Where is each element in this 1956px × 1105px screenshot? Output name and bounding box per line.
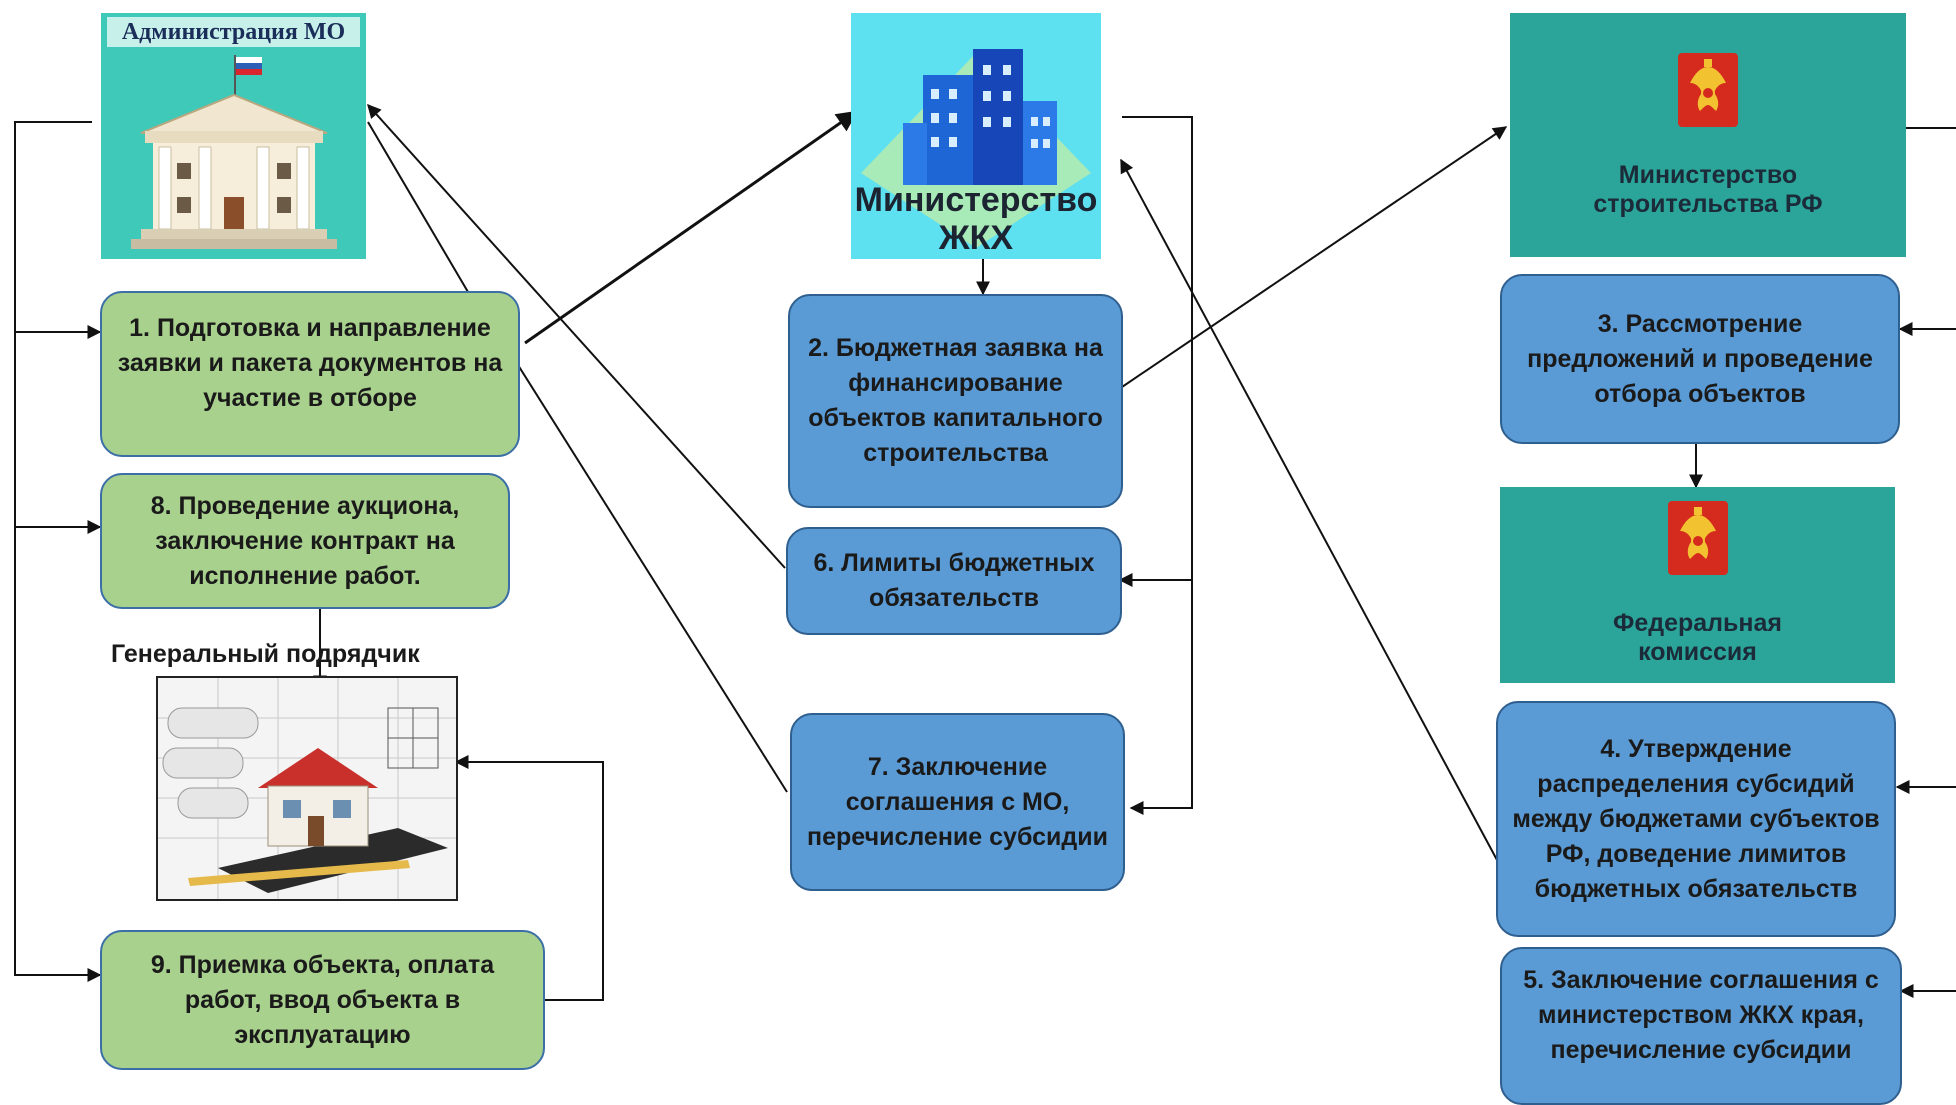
step-8-text: 8. Проведение аукциона, заключение контр… (150, 491, 460, 590)
ministry-zhkh-image: Министерство ЖКХ (851, 13, 1101, 259)
office-towers-icon (861, 49, 1091, 248)
step-9-text: 9. Приемка объекта, оплата работ, ввод о… (150, 950, 495, 1049)
step-4-box: 4. Утверждение распределения субсидий ме… (1496, 701, 1896, 937)
arrow-step2-to-minstroy (1121, 126, 1508, 388)
arrow-step4-to-ministry (1120, 158, 1498, 861)
minstroy-box: Министерство строительства РФ (1510, 13, 1906, 257)
step-6-box: 6. Лимиты бюджетных обязательств (786, 527, 1122, 635)
line-step1-to-admin (367, 121, 469, 293)
admin-image: Администрация МО (101, 13, 366, 259)
ministry-zhkh-label-line1: Министерство (854, 181, 1098, 219)
arrow-step7-to-admin (471, 291, 788, 793)
ministry-right-bracket (1122, 116, 1193, 815)
admin-title: Администрация МО (107, 17, 360, 47)
step-5-text: 5. Заключение соглашения с министерством… (1523, 966, 1879, 1064)
arrow-step1-to-ministry (524, 110, 858, 345)
step-7-text: 7. Заключение соглашения с МО, перечисле… (807, 752, 1108, 851)
ministry-zhkh-label-line2: ЖКХ (938, 219, 1014, 257)
step-6-text: 6. Лимиты бюджетных обязательств (813, 549, 1095, 612)
fed-commission-box: Федеральная комиссия (1500, 487, 1895, 683)
arrow-step6-to-admin (367, 103, 786, 569)
step-2-text: 2. Бюджетная заявка на финансирование об… (808, 334, 1103, 467)
left-bracket-line (14, 121, 102, 982)
step-8-box: 8. Проведение аукциона, заключение контр… (100, 473, 510, 609)
step-3-text: 3. Рассмотрение предложений и проведение… (1527, 309, 1873, 408)
step-2-box: 2. Бюджетная заявка на финансирование об… (788, 294, 1123, 508)
step-1-box: 1. Подготовка и направление заявки и пак… (100, 291, 520, 457)
arrow-step9-to-contractor (454, 755, 604, 1001)
minstroy-label: Министерство строительства РФ (1593, 161, 1823, 218)
step-5-box: 5. Заключение соглашения с министерством… (1500, 947, 1902, 1105)
fed-commission-label: Федеральная комиссия (1612, 609, 1783, 666)
house-blueprint-icon (158, 678, 456, 899)
government-building-icon (131, 55, 337, 249)
russian-coat-of-arms-icon (1667, 501, 1728, 575)
step-4-text: 4. Утверждение распределения субсидий ме… (1512, 734, 1880, 903)
russian-coat-of-arms-icon (1678, 53, 1738, 127)
contractor-caption: Генеральный подрядчик (111, 640, 420, 668)
contractor-image (156, 676, 458, 901)
step-9-box: 9. Приемка объекта, оплата работ, ввод о… (100, 930, 545, 1070)
step-1-text: 1. Подготовка и направление заявки и пак… (117, 314, 503, 412)
step-7-box: 7. Заключение соглашения с МО, перечисле… (790, 713, 1125, 891)
step-3-box: 3. Рассмотрение предложений и проведение… (1500, 274, 1900, 444)
